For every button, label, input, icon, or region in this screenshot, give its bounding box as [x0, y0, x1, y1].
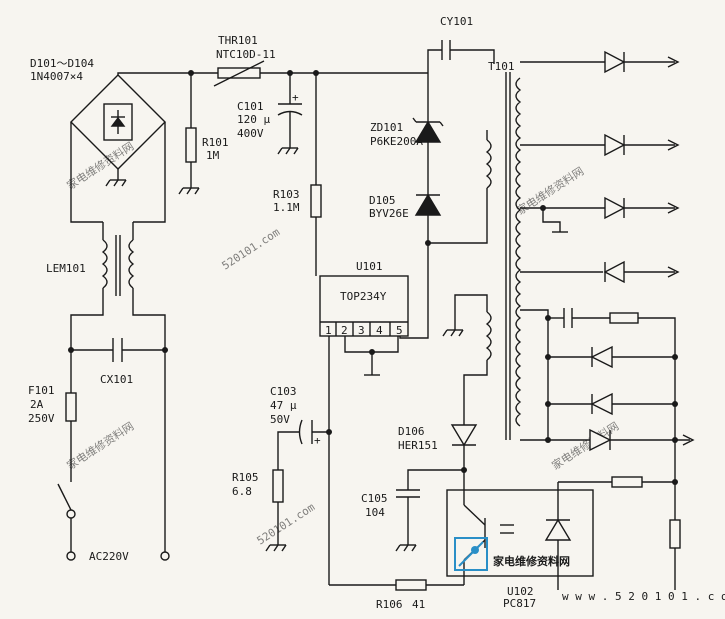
- label-r101: R101: [202, 136, 229, 149]
- logo-url: w w w . 5 2 0 1 0 1 . c o m: [562, 590, 725, 603]
- label-r105: R105: [232, 471, 259, 484]
- label-r103: R103: [273, 188, 300, 201]
- logo-text: 家电维修资料网: [493, 554, 570, 568]
- label-zd101-part: P6KE200A: [370, 135, 423, 148]
- label-plus-c101: +: [292, 91, 299, 104]
- label-d101-part: 1N4007×4: [30, 70, 83, 83]
- secondary-outputs: [520, 50, 695, 455]
- label-f101-val2: 250V: [28, 412, 55, 425]
- ic-u101: [315, 243, 429, 585]
- label-plus-c103: +: [314, 434, 321, 447]
- label-c103: C103: [270, 385, 297, 398]
- label-c101-val1: 120 μ: [237, 113, 270, 126]
- label-c101-val2: 400V: [237, 127, 264, 140]
- label-f101: F101: [28, 384, 55, 397]
- label-r103-val: 1.1M: [273, 201, 300, 214]
- label-u102: U102: [507, 585, 534, 598]
- label-c103-val2: 50V: [270, 413, 290, 426]
- resistor-r101: [178, 73, 200, 195]
- label-c101: C101: [237, 100, 264, 113]
- label-d106: D106: [398, 425, 425, 438]
- ac-line: [160, 350, 170, 561]
- optocoupler-u102: [446, 470, 678, 590]
- site-logo: 家电维修资料网 w w w . 5 2 0 1 0 1 . c o m: [454, 537, 725, 603]
- label-pin4: 4: [376, 324, 383, 337]
- label-c105-val: 104: [365, 506, 385, 519]
- label-r105-val: 6.8: [232, 485, 252, 498]
- capacitor-cy101: [427, 40, 495, 73]
- capacitor-c101: [277, 70, 303, 155]
- watermark-layer: 家电维修资料网 520101.com 家电维修资料网 家电维修资料网 52010…: [64, 139, 621, 548]
- label-r101-val: 1M: [206, 149, 220, 162]
- label-pin1: 1: [325, 324, 332, 337]
- label-r106: R106: [376, 598, 403, 611]
- resistor-r103: [310, 70, 322, 270]
- label-d106-part: HER151: [398, 439, 438, 452]
- resistor-shunt: [669, 519, 681, 549]
- label-c105: C105: [361, 492, 388, 505]
- watermark-text: 家电维修资料网: [64, 419, 136, 473]
- label-d101: D101～D104: [30, 57, 94, 70]
- resistor-r106: [329, 579, 464, 591]
- label-pin2: 2: [341, 324, 348, 337]
- watermark-text: 家电维修资料网: [64, 139, 136, 193]
- watermark-url: 520101.com: [220, 225, 283, 272]
- label-cy101: CY101: [440, 15, 473, 28]
- capacitor-c103: [265, 419, 329, 552]
- label-pin5: 5: [396, 324, 403, 337]
- label-pin3: 3: [358, 324, 365, 337]
- label-u102-part: PC817: [503, 597, 536, 610]
- label-t101: T101: [488, 60, 515, 73]
- thermistor-thr101: [213, 60, 428, 87]
- choke-lem101: [70, 222, 166, 350]
- transformer-t101: [505, 72, 522, 440]
- bias-winding: [395, 294, 492, 552]
- fuse-f101: [57, 350, 77, 561]
- label-u101-part: TOP234Y: [340, 290, 387, 303]
- watermark-text: 家电维修资料网: [514, 164, 586, 218]
- bridge-rectifier: [70, 74, 166, 223]
- label-c103-val1: 47 μ: [270, 399, 297, 412]
- label-r106-val: 41: [412, 598, 425, 611]
- label-cx101: CX101: [100, 373, 133, 386]
- label-thr101-part: NTC10D-11: [216, 48, 276, 61]
- clamp-zd101-d105: [412, 73, 444, 246]
- label-lem101: LEM101: [46, 262, 86, 275]
- watermark-url: 520101.com: [255, 500, 318, 547]
- primary-winding: [428, 130, 492, 244]
- capacitor-cx101: [68, 338, 168, 362]
- label-d105-part: BYV26E: [369, 207, 409, 220]
- label-zd101: ZD101: [370, 121, 403, 134]
- label-d105: D105: [369, 194, 396, 207]
- label-u101: U101: [356, 260, 383, 273]
- label-ac: AC220V: [89, 550, 129, 563]
- label-f101-val1: 2A: [30, 398, 44, 411]
- label-thr101: THR101: [218, 34, 258, 47]
